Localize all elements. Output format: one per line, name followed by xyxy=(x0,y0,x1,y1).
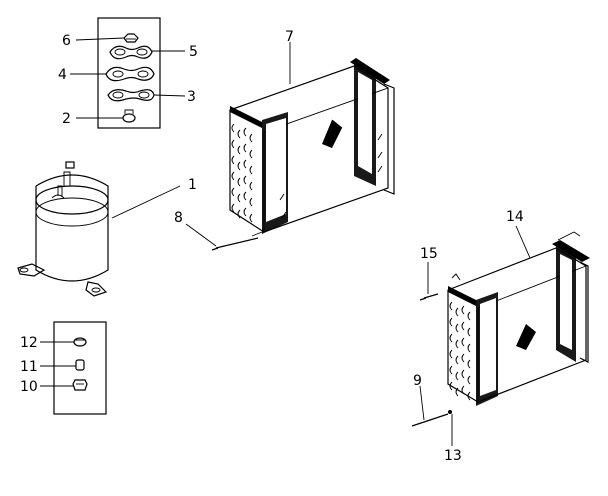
part-12-cap xyxy=(73,337,87,347)
callout-11: 11 xyxy=(20,359,38,375)
callout-2: 2 xyxy=(62,111,71,127)
callout-6: 6 xyxy=(62,33,71,49)
part-1-compressor xyxy=(17,161,109,297)
leader-9 xyxy=(419,385,425,421)
valve-kit-card xyxy=(53,321,107,415)
part-13-washer xyxy=(448,410,452,414)
part-9-screw xyxy=(411,413,449,427)
callout-9: 9 xyxy=(413,373,422,389)
part-4-bracket xyxy=(105,66,155,82)
callout-3: 3 xyxy=(187,89,196,105)
leader-3 xyxy=(153,94,186,97)
leader-1 xyxy=(111,185,181,219)
part-8-screw xyxy=(211,237,259,251)
part-14-evaporator-coil xyxy=(447,231,590,406)
part-10-fitting xyxy=(72,379,88,391)
part-6-nut xyxy=(123,33,139,43)
callout-5: 5 xyxy=(189,44,198,60)
part-11-core xyxy=(75,359,85,371)
part-3-washer xyxy=(107,89,155,102)
part-7-condenser-coil xyxy=(229,58,395,237)
leader-6 xyxy=(75,37,125,41)
part-5-grommet xyxy=(109,45,153,60)
callout-15: 15 xyxy=(420,246,438,262)
callout-8: 8 xyxy=(174,210,183,226)
leader-14 xyxy=(515,225,531,259)
callout-4: 4 xyxy=(58,67,67,83)
callout-10: 10 xyxy=(20,379,38,395)
callout-13: 13 xyxy=(444,448,462,464)
mount-kit-card xyxy=(97,17,161,129)
callout-12: 12 xyxy=(20,335,38,351)
part-2-stud xyxy=(122,109,136,123)
leader-8 xyxy=(185,223,217,247)
callout-1: 1 xyxy=(188,177,197,193)
part-15-screw xyxy=(419,293,439,301)
callout-14: 14 xyxy=(506,209,524,225)
callout-7: 7 xyxy=(285,29,294,45)
